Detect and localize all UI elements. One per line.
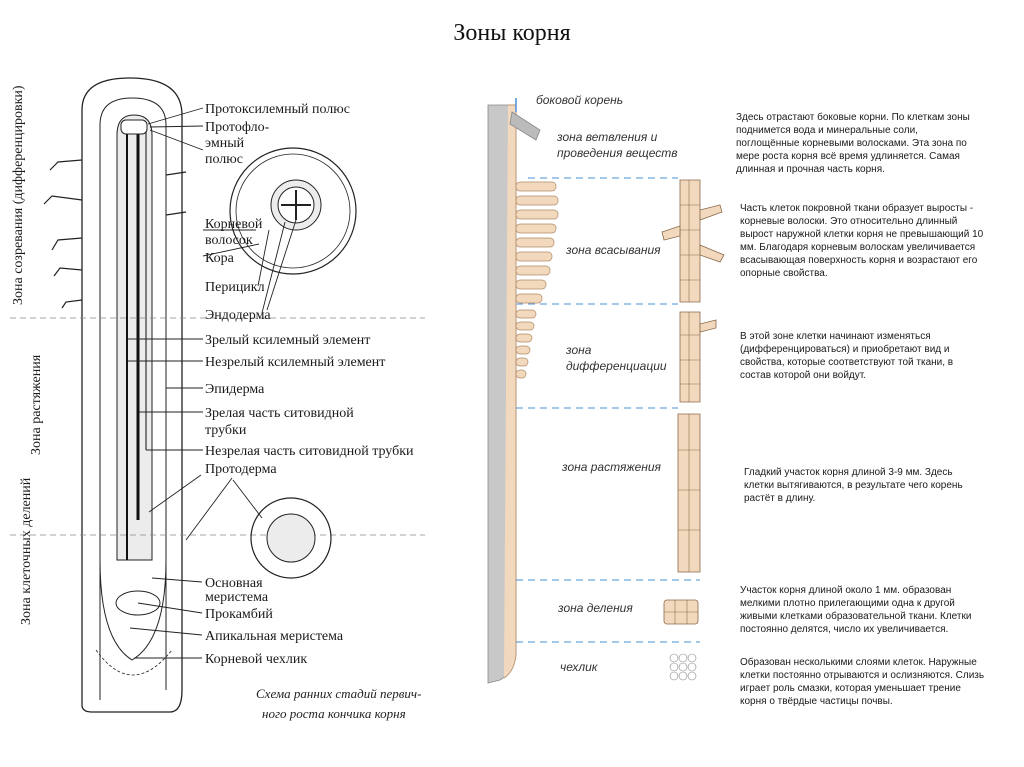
desc-absorption: Часть клеток покровной ткани образует вы… xyxy=(740,203,984,279)
label-protophloem-2: эмный xyxy=(205,136,245,151)
label-epidermis: Эпидерма xyxy=(205,382,265,397)
zone-lateral-root: боковой корень xyxy=(536,93,623,107)
zone-root-cap: чехлик xyxy=(560,660,599,674)
cross-section-upper xyxy=(229,147,357,275)
lateral-root xyxy=(509,111,541,141)
label-root-cap: Корневой чехлик xyxy=(205,652,307,667)
left-root-diagram: Зона созревания (дифференцировки) Зона р… xyxy=(10,77,425,721)
label-protophloem-1: Протофло- xyxy=(205,120,270,135)
desc-division: Участок корня длиной около 1 мм. образов… xyxy=(740,585,972,635)
desc-branching: Здесь отрастают боковые корни. По клетка… xyxy=(736,112,970,175)
zone-differentiation-1: зона xyxy=(565,343,592,357)
caption-line-1: Схема ранних стадий первич- xyxy=(256,686,421,701)
desc-elongation: Гладкий участок корня длиной 3-9 мм. Зде… xyxy=(744,467,963,504)
zone-branching-1: зона ветвления и xyxy=(556,130,658,144)
desc-differentiation: В этой зоне клетки начинают изменяться (… xyxy=(740,331,954,381)
zone-elongation: зона растяжения xyxy=(561,460,662,474)
stele xyxy=(116,114,153,561)
label-ground-meristem-2: меристема xyxy=(205,590,269,605)
caption-line-2: ного роста кончика корня xyxy=(262,706,406,721)
label-ground-meristem-1: Основная xyxy=(205,576,263,591)
label-immature-sieve: Незрелая часть ситовидной трубки xyxy=(205,444,414,459)
root-inner-outline xyxy=(99,97,167,700)
label-mature-sieve-2: трубки xyxy=(205,423,247,438)
label-root-hair-1: Корневой xyxy=(205,217,263,232)
root-hairs xyxy=(43,159,187,309)
desc-root-cap: Образован несколькими слоями клеток. Нар… xyxy=(740,657,985,707)
label-root-hair-2: волосок xyxy=(205,233,253,248)
side-zone-maturation: Зона созревания (дифференцировки) xyxy=(11,85,26,305)
label-protoxylem-pole: Протоксилемный полюс xyxy=(205,102,350,117)
zone-branching-2: проведения веществ xyxy=(557,146,678,160)
zone-absorption: зона всасывания xyxy=(565,243,661,257)
side-zone-elongation: Зона растяжения xyxy=(29,354,44,455)
label-cortex: Кора xyxy=(205,251,235,266)
zone-differentiation-2: дифференциации xyxy=(566,359,667,373)
label-mature-xylem: Зрелый ксилемный элемент xyxy=(205,333,370,348)
label-procambium: Прокамбий xyxy=(205,607,273,622)
label-endodermis: Эндодерма xyxy=(205,308,271,323)
right-root-diagram: боковой корень зона ветвления и проведен… xyxy=(487,93,725,684)
label-apical-meristem: Апикальная меристема xyxy=(205,629,344,644)
label-pericycle: Перицикл xyxy=(205,280,265,295)
label-protoderm: Протодерма xyxy=(205,462,277,477)
label-protophloem-3: полюс xyxy=(205,152,243,167)
side-zone-division: Зона клеточных делений xyxy=(19,477,34,625)
root-cap-cells xyxy=(669,653,697,681)
right-root-hairs xyxy=(515,181,559,379)
label-immature-xylem: Незрелый ксилемный элемент xyxy=(205,355,385,370)
root-outline xyxy=(81,77,183,713)
cell-strip xyxy=(661,179,725,625)
zone-division: зона деления xyxy=(557,601,633,615)
page-title: Зоны корня xyxy=(453,20,571,46)
label-mature-sieve-1: Зрелая часть ситовидной xyxy=(205,406,354,421)
cross-section-lower xyxy=(250,497,332,579)
